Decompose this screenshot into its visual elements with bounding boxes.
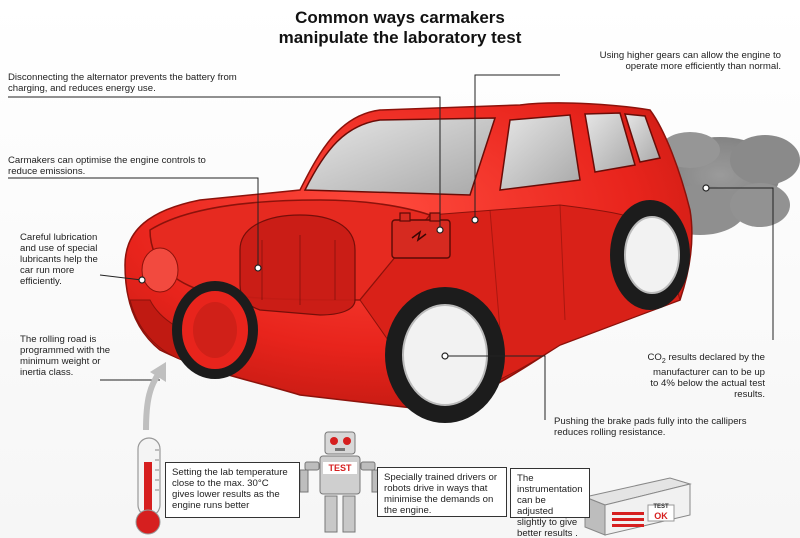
brake-pads-note: Pushing the brake pads fully into the ca… (554, 416, 747, 438)
title-line-2: manipulate the laboratory test (278, 28, 522, 47)
test-device-icon (583, 477, 692, 536)
title-line-1: Common ways carmakers (295, 8, 505, 27)
leader-lines (8, 74, 774, 420)
gears-note: Using higher gears can allow the engine … (599, 50, 781, 72)
page-title: Common ways carmakers manipulate the lab… (220, 8, 580, 48)
rolling-road-note: The rolling road is programmed with the … (20, 334, 111, 378)
co2-subscript: 2 (661, 357, 666, 365)
drivers-note: Specially trained drivers or robots driv… (377, 467, 507, 517)
alternator-note: Disconnecting the alternator prevents th… (8, 72, 237, 94)
temperature-note: Setting the lab temperature close to the… (165, 462, 300, 518)
engine-controls-note: Carmakers can optimise the engine contro… (8, 155, 206, 177)
co2-note: CO2 results declared by the manufacturer… (645, 352, 766, 400)
battery-icon (391, 212, 451, 259)
back-wheel (610, 200, 690, 310)
co2-text: results declared by the manufacturer can… (650, 352, 765, 400)
thermometer-icon (135, 437, 161, 535)
lubrication-note: Careful lubrication and use of special l… (20, 232, 98, 287)
robot-chest-label: TEST (328, 463, 352, 473)
instrumentation-note: The instrumentation can be adjusted slig… (510, 468, 590, 538)
robot-icon (299, 431, 381, 533)
co2-prefix: CO (647, 352, 662, 363)
device-ok-label: OK (654, 511, 668, 521)
leader-dots (138, 184, 710, 360)
arrow-icon (143, 362, 166, 431)
front-wheel (172, 281, 258, 379)
device-test-label: TEST (653, 504, 669, 510)
